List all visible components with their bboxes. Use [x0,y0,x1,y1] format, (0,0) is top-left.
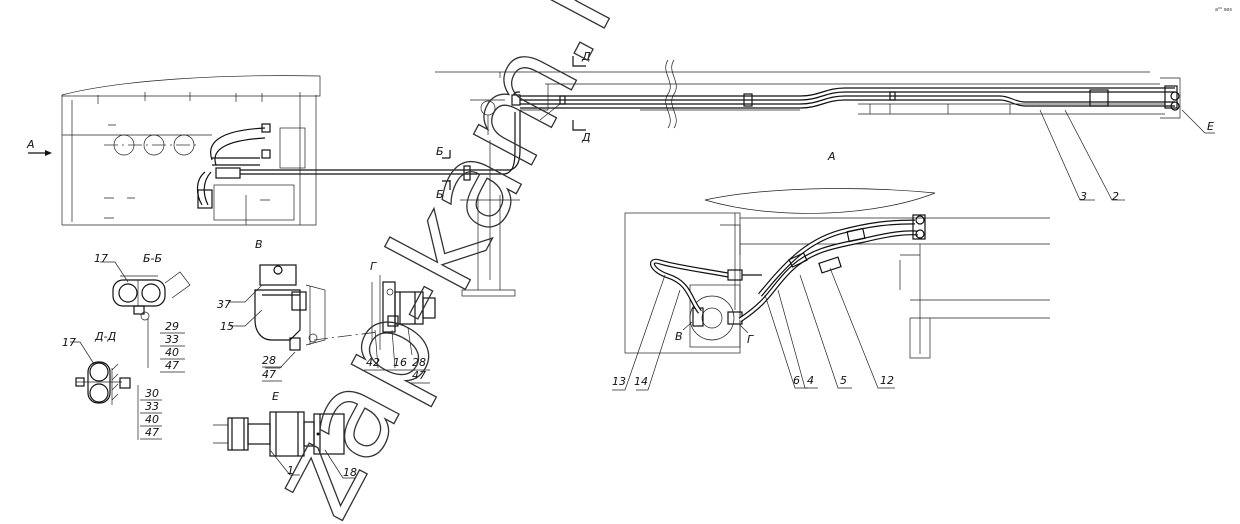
view-v-detail: В 37 15 28 47 [217,238,379,382]
callout-28-v: 28 [262,354,276,367]
label-mark-g: Г [747,333,754,346]
label-mark-e: Е [1207,120,1214,133]
break-line [665,59,671,129]
callouts-boom: 3 2 Е [1039,109,1215,203]
callout-42: 42 [366,356,380,369]
callout-47-bb: 47 [165,359,179,372]
callout-12: 12 [880,374,894,387]
callout-2: 2 [1112,190,1119,203]
label-cut-b-bottom: Б [436,188,444,201]
left-frame-assembly [61,75,321,226]
callout-40-bb: 40 [165,346,179,359]
callout-33-dd: 33 [145,400,159,413]
corner-mark: a⁰⁰ ses [1215,7,1232,13]
view-g-detail: Г 42 16 28 47 [364,260,436,384]
label-section-dd: Д-Д [94,330,117,343]
label-view-v: В [255,238,263,251]
callout-37: 37 [217,298,231,311]
callout-16: 16 [393,356,407,369]
section-dd-detail: Д-Д 17 30 33 40 47 [62,330,162,440]
callout-33-bb: 33 [165,333,179,346]
callout-3: 3 [1080,190,1087,203]
callout-47-v: 47 [262,368,276,381]
view-arrow-a: А [26,138,52,156]
callout-47-g: 47 [412,369,426,382]
callout-18: 18 [343,466,357,479]
label-cut-d-bottom: Д [581,131,591,144]
label-cut-d-top: Д [581,50,591,63]
support-post [460,99,520,297]
label-section-bb: Б-Б [143,252,162,265]
callout-4: 4 [807,374,814,387]
callout-13: 13 [612,375,626,388]
cut-mark-d: Д Д [572,50,591,144]
callout-40-dd: 40 [145,413,159,426]
cut-mark-b: Б Б [436,145,471,201]
label-view-e: Е [272,390,279,403]
callout-29: 29 [165,320,179,333]
callout-14: 14 [634,375,648,388]
section-bb-detail: Б-Б 17 29 33 40 47 [94,252,191,373]
callout-47-dd: 47 [145,426,159,439]
callout-5: 5 [840,374,847,387]
view-e-detail: Е 1 18 [213,390,357,479]
callout-17-dd: 17 [62,336,76,349]
callout-28-g: 28 [412,356,426,369]
label-arrow-a: А [26,138,35,151]
label-mark-v: В [675,330,683,343]
callout-1: 1 [287,464,294,477]
boom-hose-bundle [511,85,1180,111]
callouts-view-a: 13 14 6 4 5 12 [612,267,895,391]
boom-frame [435,71,1181,121]
callout-30: 30 [145,387,159,400]
callout-6: 6 [793,374,800,387]
view-a-detail: В Г [624,188,1050,359]
label-view-a: А [827,150,836,163]
label-cut-b-top: Б [436,145,444,158]
callout-15: 15 [220,320,234,333]
callout-17-bb: 17 [94,252,108,265]
watermark-text: zap-kam.ru [243,0,684,524]
label-view-g: Г [370,260,377,273]
